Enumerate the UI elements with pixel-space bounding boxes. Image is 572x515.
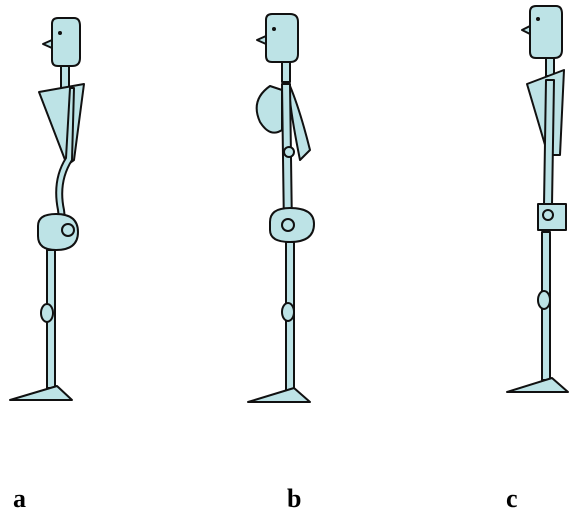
figure-c-head: [530, 6, 562, 58]
figure-b-foot: [248, 388, 310, 402]
figure-c-arm: [544, 80, 554, 205]
figure-b: [248, 14, 314, 402]
figure-b-neck: [282, 62, 290, 82]
figure-b-label: b: [287, 486, 301, 512]
figure-a-eye: [58, 31, 62, 35]
figure-a-hip-joint: [62, 224, 74, 236]
figure-a-head: [52, 18, 80, 66]
figure-b-elbow: [284, 147, 294, 157]
figure-b-hip-joint: [282, 219, 294, 231]
figure-a-label: a: [13, 486, 26, 512]
figure-c: [507, 6, 568, 392]
figure-a-torso: [39, 84, 84, 165]
figure-a-neck: [61, 66, 69, 88]
figure-a-knee: [41, 304, 53, 322]
figure-a: [10, 18, 84, 400]
figure-a-foot: [10, 386, 72, 400]
figure-c-eye: [536, 17, 540, 21]
figure-c-knee: [538, 291, 550, 309]
figure-c-foot: [507, 378, 568, 392]
figure-b-chest: [257, 86, 282, 133]
figure-c-label: c: [506, 486, 518, 512]
figure-c-nose: [522, 26, 530, 34]
figure-b-head: [266, 14, 298, 62]
figure-b-knee: [282, 303, 294, 321]
figure-c-hip-joint: [543, 210, 553, 220]
figure-b-eye: [272, 27, 276, 31]
figure-a-nose: [43, 40, 52, 48]
figure-b-nose: [257, 36, 266, 44]
